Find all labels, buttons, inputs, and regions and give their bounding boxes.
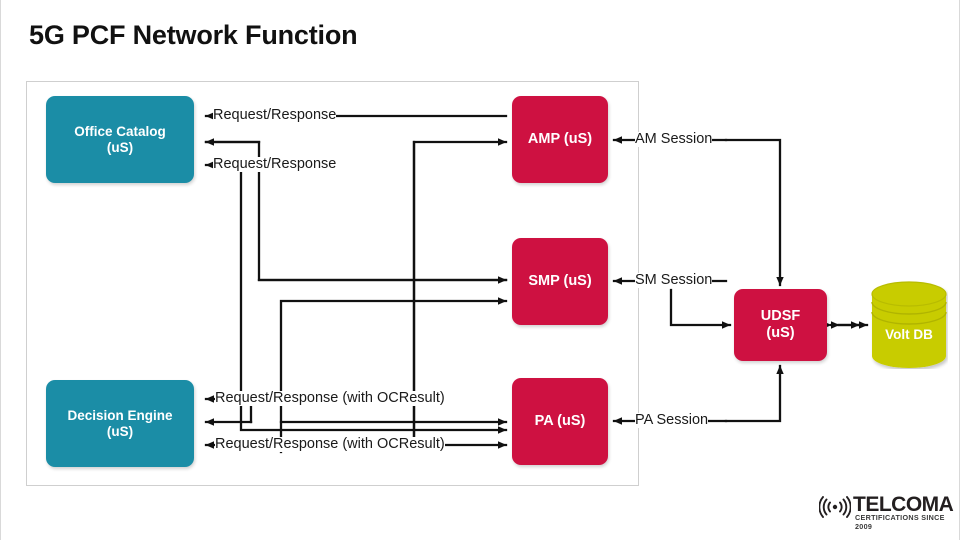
edge-label-sm-session: SM Session bbox=[635, 272, 713, 288]
node-office-catalog-line1: Office Catalog bbox=[74, 123, 166, 139]
edge-label-oc-amp-request: Request/Response bbox=[213, 107, 337, 123]
telcoma-logo: TELCOMA CERTIFICATIONS SINCE 2009 bbox=[819, 492, 954, 531]
node-smp-label: SMP (uS) bbox=[528, 273, 592, 290]
edge-label-de-request-1: Request/Response (with OCResult) bbox=[215, 390, 445, 406]
node-decision-engine-line1: Decision Engine bbox=[67, 407, 173, 423]
edge-label-am-session: AM Session bbox=[635, 131, 713, 147]
node-decision-engine[interactable]: Decision Engine (uS) bbox=[46, 380, 194, 467]
node-udsf-line1: UDSF bbox=[760, 308, 801, 325]
node-smp[interactable]: SMP (uS) bbox=[512, 238, 608, 325]
node-pa-label: PA (uS) bbox=[534, 413, 586, 430]
node-udsf-line2: (uS) bbox=[766, 325, 795, 341]
node-pa[interactable]: PA (uS) bbox=[512, 378, 608, 465]
edge-label-pa-session: PA Session bbox=[635, 412, 709, 428]
page-title: 5G PCF Network Function bbox=[29, 20, 358, 50]
wire-sm-session-to-udsf bbox=[669, 288, 732, 329]
node-office-catalog[interactable]: Office Catalog (uS) bbox=[46, 96, 194, 183]
edge-label-oc-smp-request: Request/Response bbox=[213, 156, 337, 172]
logo-tagline: CERTIFICATIONS SINCE 2009 bbox=[855, 513, 945, 531]
node-decision-engine-line2: (uS) bbox=[106, 423, 134, 439]
wire-am-session-down bbox=[724, 138, 784, 287]
node-udsf[interactable]: UDSF (uS) bbox=[734, 289, 827, 361]
edge-label-de-request-2: Request/Response (with OCResult) bbox=[215, 436, 445, 452]
logo-wordmark: TELCOMA bbox=[853, 493, 954, 516]
node-amp-label: AMP (uS) bbox=[527, 131, 593, 148]
signal-waves-icon bbox=[819, 496, 851, 518]
database-cylinder-icon bbox=[871, 281, 947, 368]
node-office-catalog-line2: (uS) bbox=[106, 139, 134, 155]
node-voltdb[interactable]: Volt DB bbox=[870, 281, 948, 369]
wire-pa-session-to-udsf bbox=[724, 364, 784, 423]
node-amp[interactable]: AMP (uS) bbox=[512, 96, 608, 183]
